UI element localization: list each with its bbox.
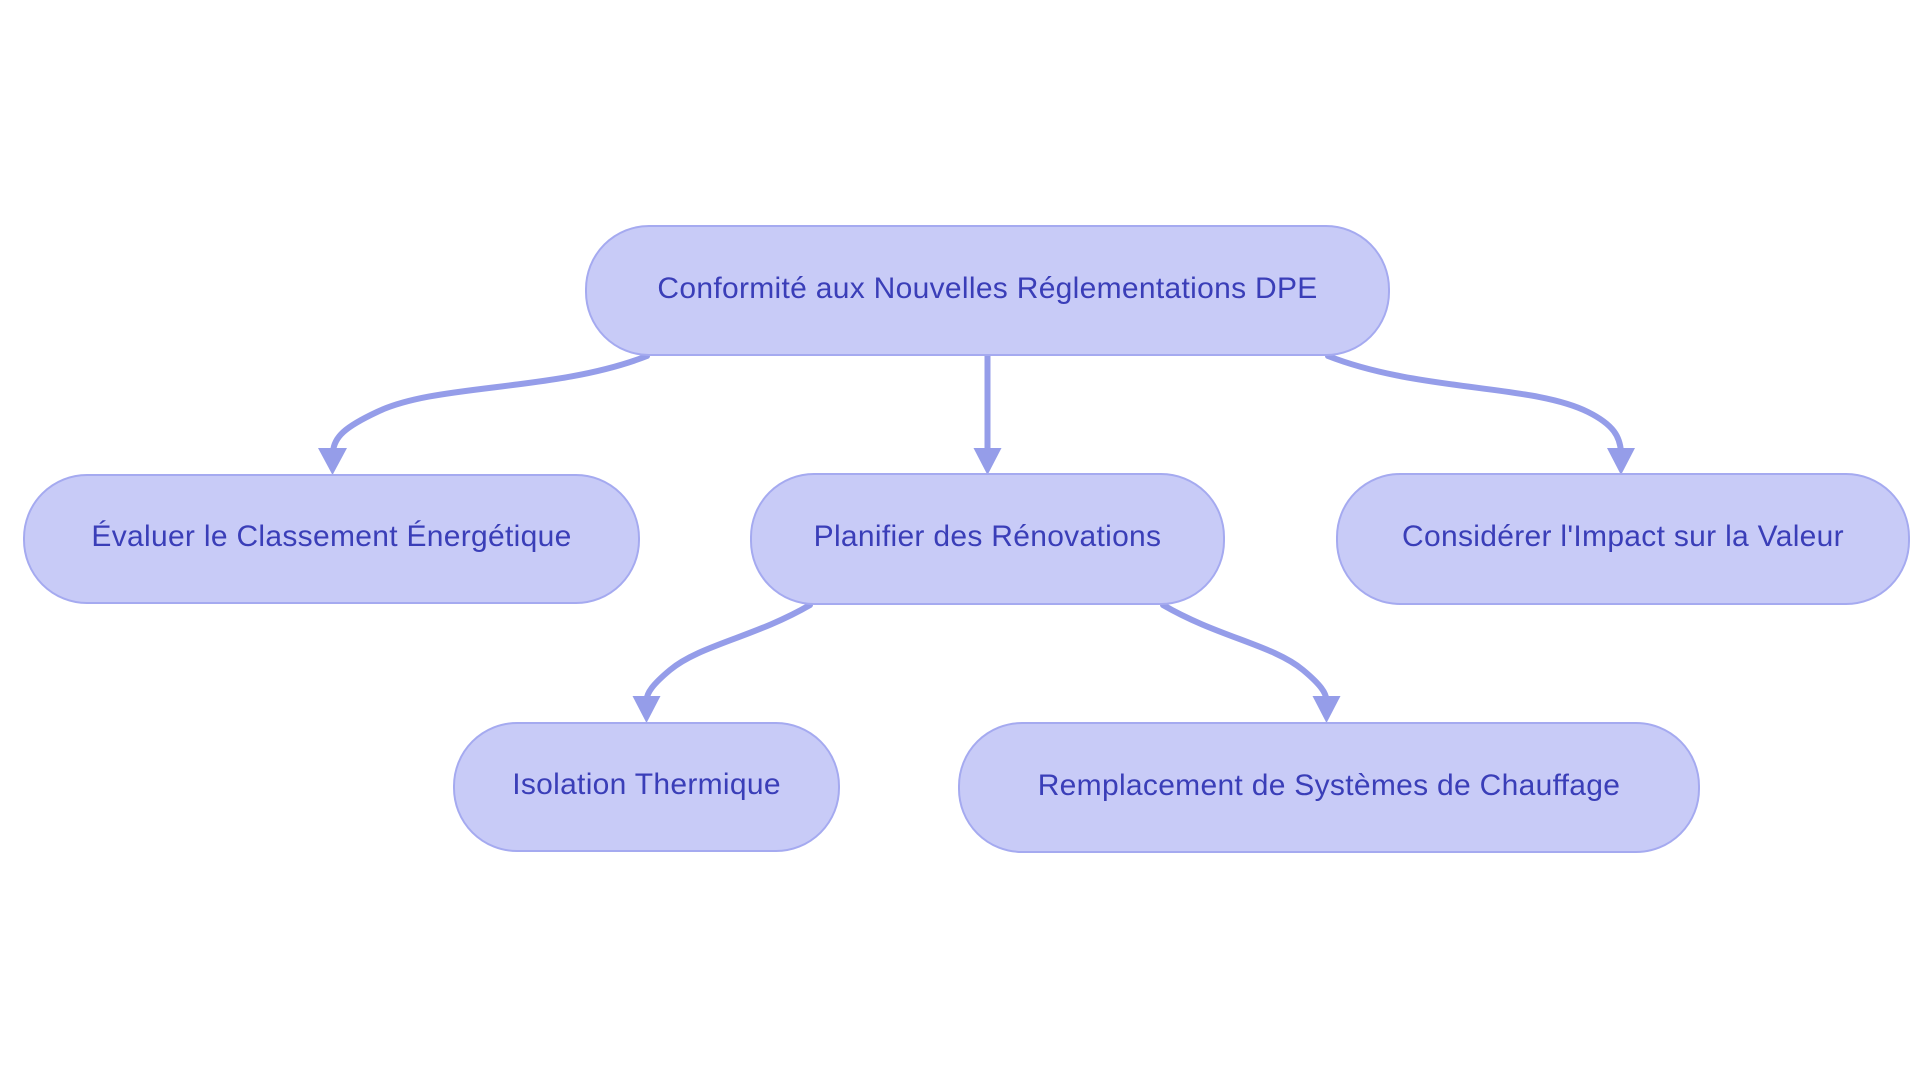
- edge-root-value: [1325, 353, 1635, 475]
- node-value: Considérer l'Impact sur la Valeur: [1336, 473, 1910, 605]
- node-plan: Planifier des Rénovations: [750, 473, 1225, 605]
- node-root-label: Conformité aux Nouvelles Réglementations…: [657, 271, 1318, 305]
- edge-plan-heating: [1160, 602, 1341, 723]
- node-insulation-label: Isolation Thermique: [512, 768, 781, 801]
- arrowhead-down-icon: [1607, 448, 1635, 475]
- node-value-label: Considérer l'Impact sur la Valeur: [1402, 520, 1844, 553]
- arrowhead-down-icon: [1312, 696, 1341, 723]
- node-root: Conformité aux Nouvelles Réglementations…: [585, 225, 1390, 356]
- edge-line: [1325, 353, 1624, 455]
- edge-root-plan: [973, 353, 1002, 475]
- node-evaluate: Évaluer le Classement Énergétique: [23, 474, 640, 604]
- edge-plan-insulation: [632, 602, 813, 723]
- edge-line: [330, 353, 650, 455]
- edge-line: [643, 602, 813, 703]
- node-heating: Remplacement de Systèmes de Chauffage: [958, 722, 1700, 853]
- arrowhead-down-icon: [632, 696, 661, 723]
- edge-root-evaluate: [318, 353, 650, 475]
- node-plan-label: Planifier des Rénovations: [813, 520, 1162, 553]
- node-insulation: Isolation Thermique: [453, 722, 840, 852]
- arrowhead-down-icon: [318, 448, 347, 475]
- arrowhead-down-icon: [973, 448, 1002, 475]
- node-evaluate-label: Évaluer le Classement Énergétique: [91, 520, 572, 553]
- edge-line: [1160, 602, 1330, 703]
- node-heating-label: Remplacement de Systèmes de Chauffage: [1037, 768, 1621, 802]
